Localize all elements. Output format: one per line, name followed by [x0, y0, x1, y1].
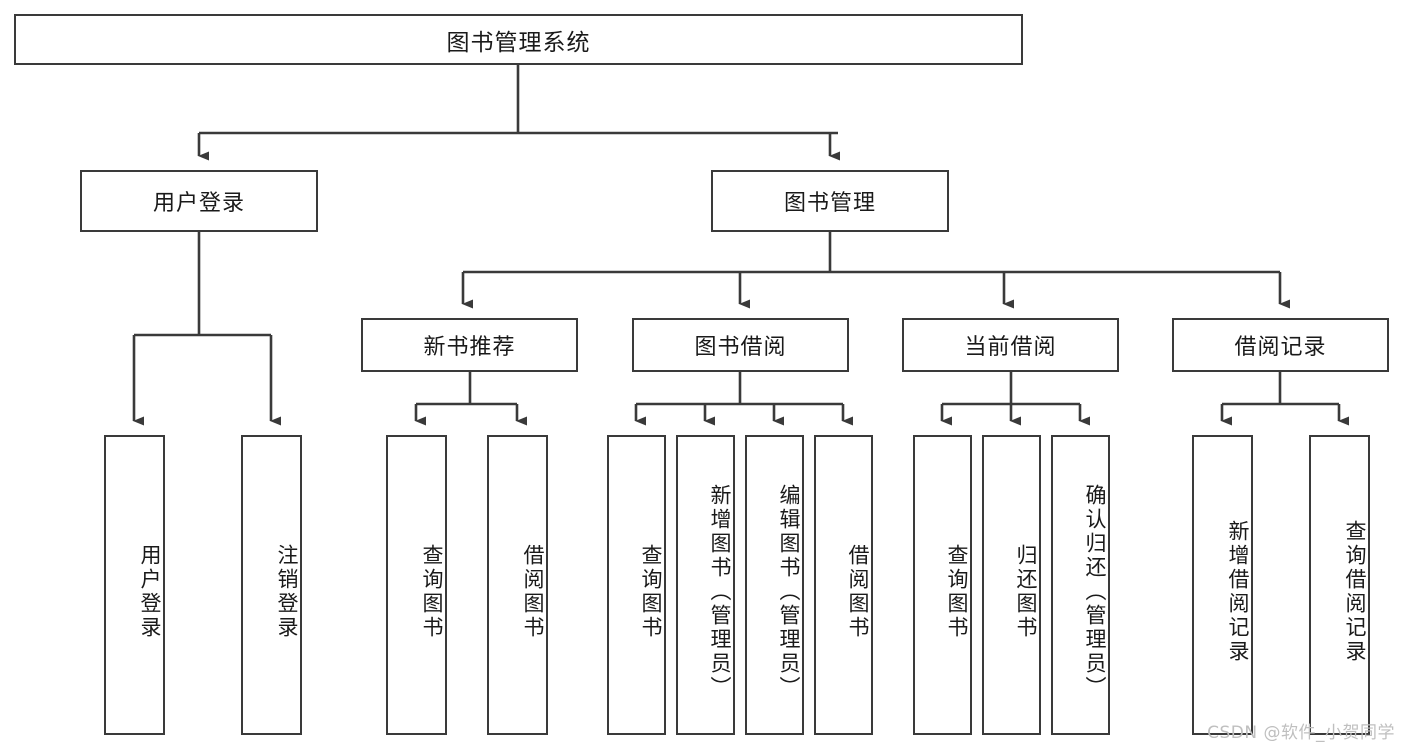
leaf-return-book[interactable]: 归还图书 [982, 435, 1041, 735]
leaf-borrow-book-1[interactable]: 借阅图书 [487, 435, 548, 735]
leaf-label: 用户登录 [138, 544, 162, 640]
leaf-label: 查询图书 [420, 544, 444, 640]
leaf-add-record[interactable]: 新增借阅记录 [1192, 435, 1253, 735]
leaf-confirm-return[interactable]: 确认归还（管理员） [1051, 435, 1110, 735]
leaf-user-login[interactable]: 用户登录 [104, 435, 165, 735]
node-borrow-record[interactable]: 借阅记录 [1172, 318, 1389, 372]
node-user-login[interactable]: 用户登录 [80, 170, 318, 232]
leaf-label: 新增借阅记录 [1226, 520, 1250, 664]
leaf-label: 确认归还（管理员） [1083, 484, 1107, 700]
leaf-user-logout[interactable]: 注销登录 [241, 435, 302, 735]
leaf-label: 归还图书 [1014, 544, 1038, 640]
leaf-label: 查询借阅记录 [1343, 520, 1367, 664]
leaf-query-book-3[interactable]: 查询图书 [913, 435, 972, 735]
leaf-add-book[interactable]: 新增图书（管理员） [676, 435, 735, 735]
leaf-label: 查询图书 [639, 544, 663, 640]
leaf-label: 编辑图书（管理员） [777, 484, 801, 700]
node-book-management[interactable]: 图书管理 [711, 170, 949, 232]
node-new-book-recommend[interactable]: 新书推荐 [361, 318, 578, 372]
node-book-borrow[interactable]: 图书借阅 [632, 318, 849, 372]
leaf-label: 借阅图书 [521, 544, 545, 640]
leaf-label: 借阅图书 [846, 544, 870, 640]
leaf-query-book-2[interactable]: 查询图书 [607, 435, 666, 735]
leaf-query-record[interactable]: 查询借阅记录 [1309, 435, 1370, 735]
leaf-label: 新增图书（管理员） [708, 484, 732, 700]
watermark: CSDN @软件_小贺同学 [1207, 723, 1395, 743]
node-current-borrow[interactable]: 当前借阅 [902, 318, 1119, 372]
leaf-label: 查询图书 [945, 544, 969, 640]
leaf-label: 注销登录 [275, 544, 299, 640]
leaf-query-book-1[interactable]: 查询图书 [386, 435, 447, 735]
node-root-system[interactable]: 图书管理系统 [14, 14, 1023, 65]
leaf-edit-book[interactable]: 编辑图书（管理员） [745, 435, 804, 735]
leaf-borrow-book-2[interactable]: 借阅图书 [814, 435, 873, 735]
